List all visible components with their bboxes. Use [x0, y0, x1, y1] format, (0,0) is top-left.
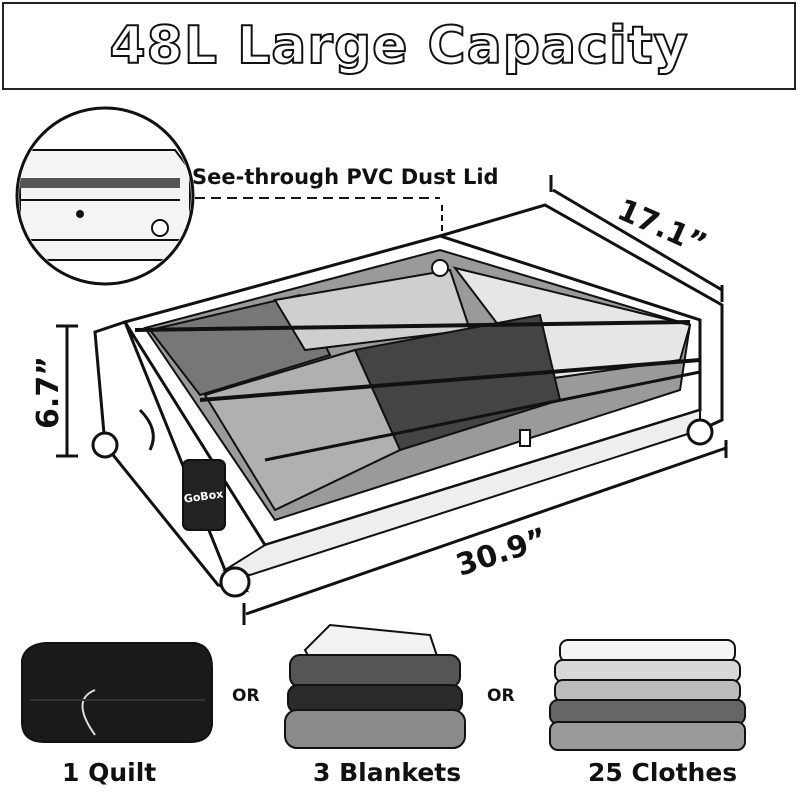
title-banner: 48L Large Capacity — [2, 2, 796, 90]
caption-quilt: 1 Quilt — [62, 758, 157, 787]
brand-tag-text: GoBox — [183, 487, 224, 505]
lid-callout-line — [195, 197, 443, 240]
stacked-blankets-icon — [284, 623, 466, 749]
lid-label: See-through PVC Dust Lid — [192, 165, 499, 189]
folded-clothes-icon — [549, 639, 746, 751]
wheel-icon — [686, 418, 714, 446]
wheel-icon — [91, 431, 119, 459]
or-separator: OR — [232, 686, 260, 706]
wheel-icon — [431, 259, 449, 277]
wheel-icon — [219, 566, 251, 598]
caption-clothes: 25 Clothes — [588, 758, 738, 787]
or-separator: OR — [487, 686, 515, 706]
brand-tag — [182, 459, 226, 531]
storage-box-body: GoBox — [91, 203, 724, 598]
page-title: 48L Large Capacity — [108, 15, 689, 77]
caption-blankets: 3 Blankets — [313, 758, 462, 787]
folded-quilt-icon — [21, 642, 213, 743]
height-dimension-label: 6.7” — [30, 356, 66, 429]
lid-detail-inset — [15, 106, 195, 286]
dimension-lines — [56, 175, 728, 625]
